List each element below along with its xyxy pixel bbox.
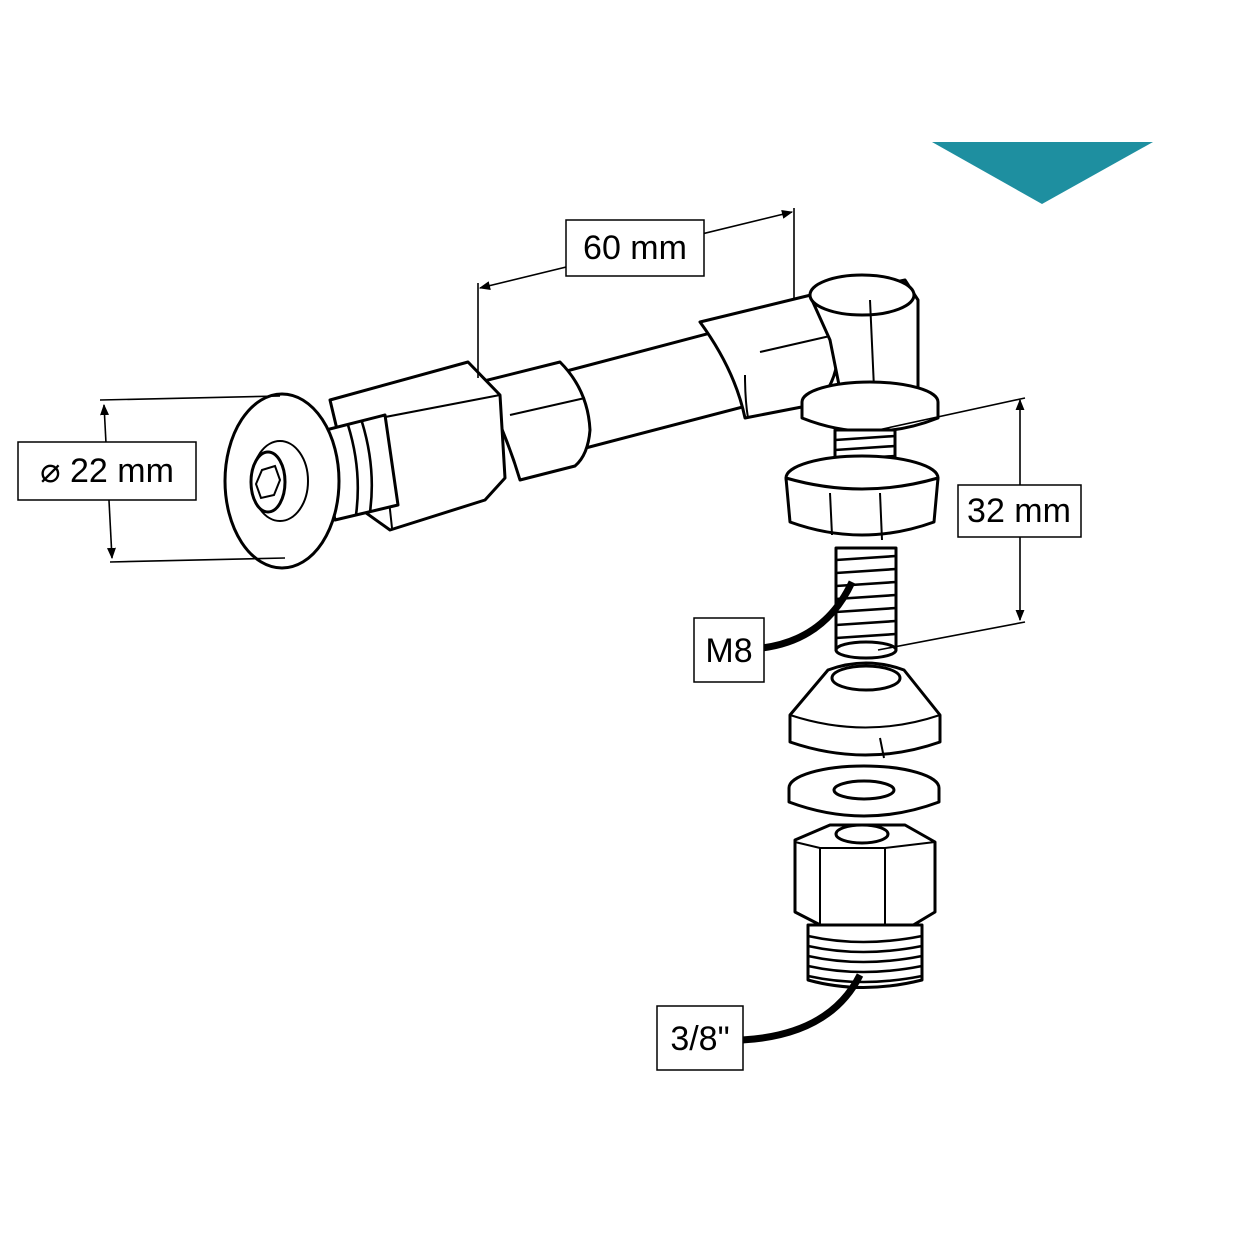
label-length-text: 60 mm	[583, 229, 687, 267]
split-washer	[787, 764, 941, 818]
pipe-leader	[741, 973, 864, 1044]
label-thread-m8: M8	[693, 617, 765, 683]
label-thread-pipe: 3/8"	[656, 1005, 744, 1071]
label-diameter: ⌀ 22 mm	[17, 441, 197, 501]
label-thread-m8-text: M8	[705, 632, 752, 670]
label-thread-pipe-text: 3/8"	[670, 1020, 729, 1058]
pipe-fitting	[793, 823, 937, 989]
cone-bushing	[788, 661, 942, 759]
label-length: 60 mm	[565, 219, 705, 277]
accent-triangle	[932, 142, 1153, 204]
label-height-text: 32 mm	[967, 492, 1071, 530]
horizontal-bolt	[223, 292, 840, 570]
m8-stud	[834, 546, 898, 660]
label-diameter-text: ⌀ 22 mm	[40, 452, 174, 490]
m8-leader	[761, 580, 856, 652]
lock-nut	[784, 454, 940, 541]
label-height: 32 mm	[957, 484, 1082, 538]
